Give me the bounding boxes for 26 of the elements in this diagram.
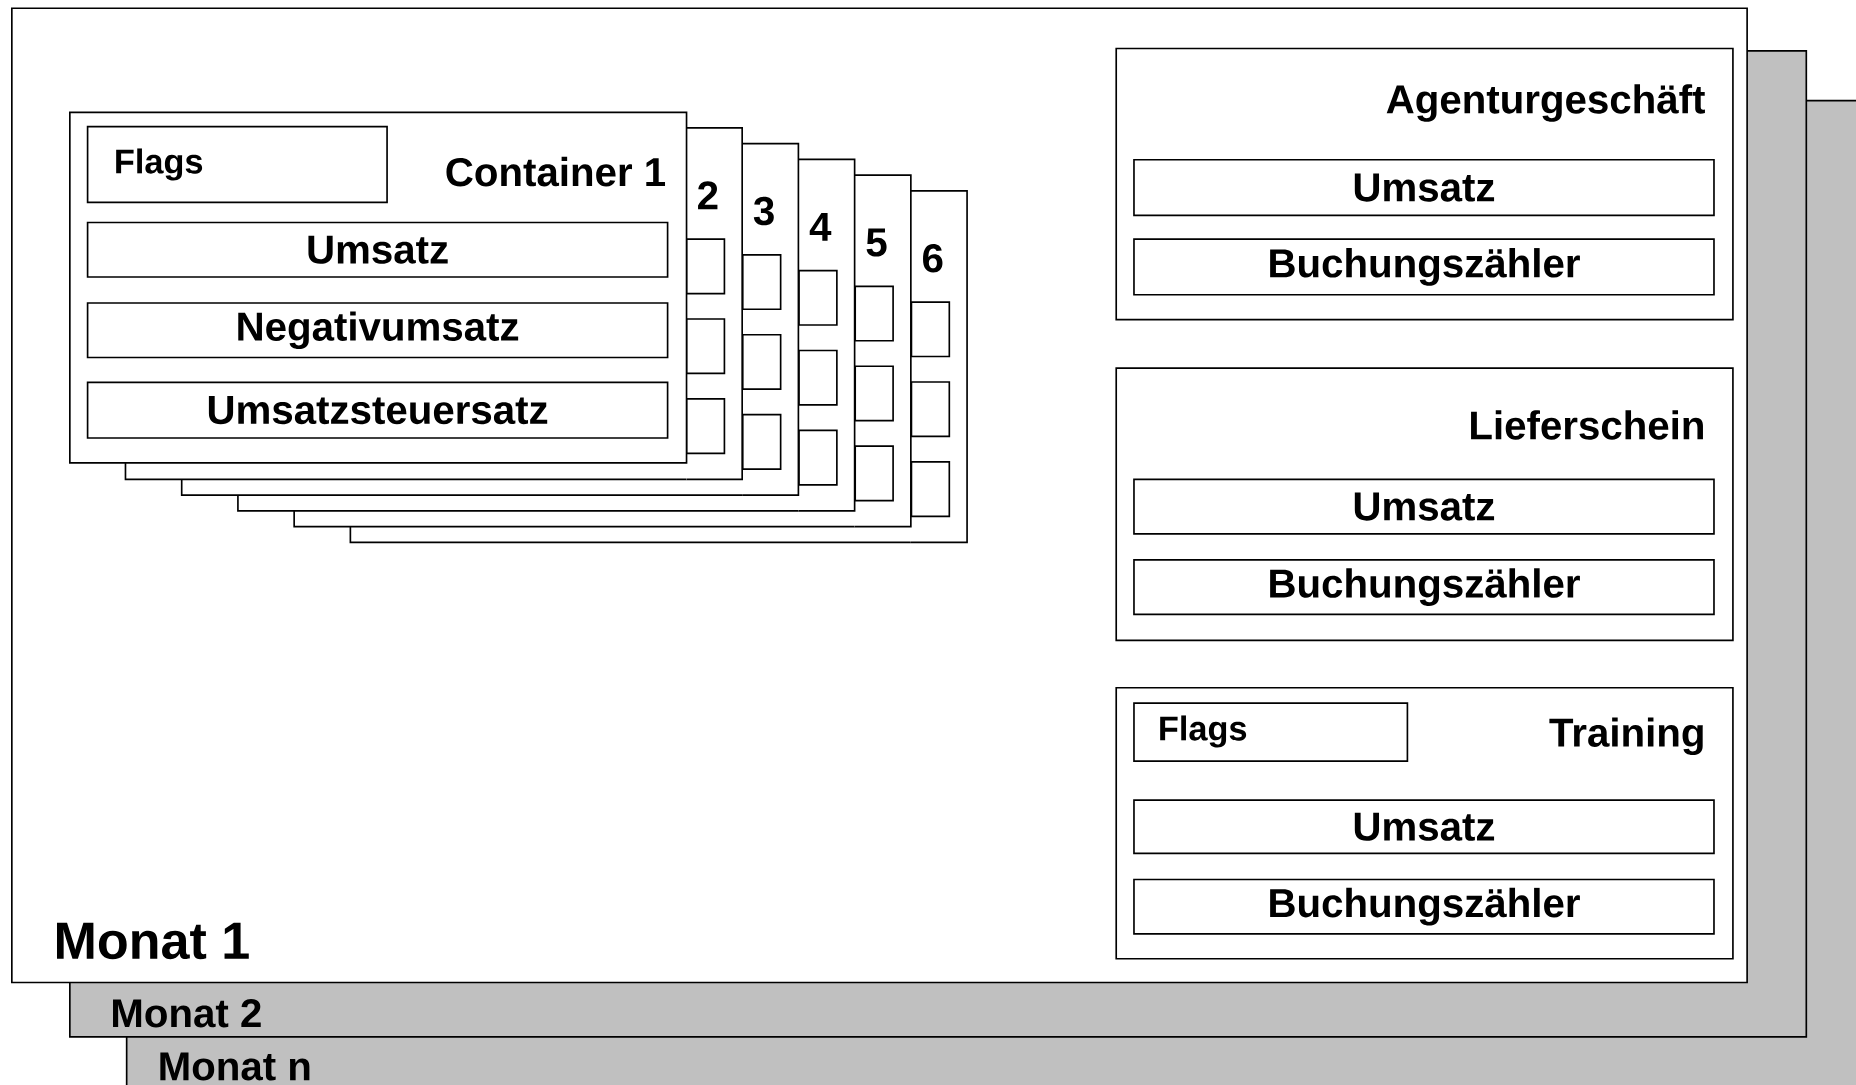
field-box: Buchungszähler xyxy=(1133,878,1715,935)
empty-box xyxy=(910,301,951,358)
field-box: Umsatz xyxy=(1133,158,1715,217)
empty-box xyxy=(798,349,838,406)
field-box: Umsatzsteuersatz xyxy=(86,381,669,439)
empty-box xyxy=(741,333,782,390)
field-box: Buchungszähler xyxy=(1133,558,1715,615)
empty-box xyxy=(685,317,726,375)
empty-box xyxy=(854,445,894,502)
field-box: Buchungszähler xyxy=(1133,238,1715,296)
empty-box xyxy=(685,397,726,454)
field-box: Negativumsatz xyxy=(86,302,669,359)
field-box: Umsatz xyxy=(1133,478,1715,535)
field-box: Flags xyxy=(1133,702,1409,762)
field-box: Flags xyxy=(86,125,388,204)
field-box: Umsatz xyxy=(86,221,669,278)
empty-box xyxy=(910,380,951,438)
empty-box xyxy=(910,460,951,517)
empty-box xyxy=(685,238,726,295)
empty-box xyxy=(798,269,838,326)
field-box: Umsatz xyxy=(1133,799,1715,855)
empty-box xyxy=(854,285,894,342)
empty-box xyxy=(798,429,838,486)
empty-box xyxy=(854,365,894,422)
empty-box xyxy=(741,253,782,310)
empty-box xyxy=(741,413,782,470)
